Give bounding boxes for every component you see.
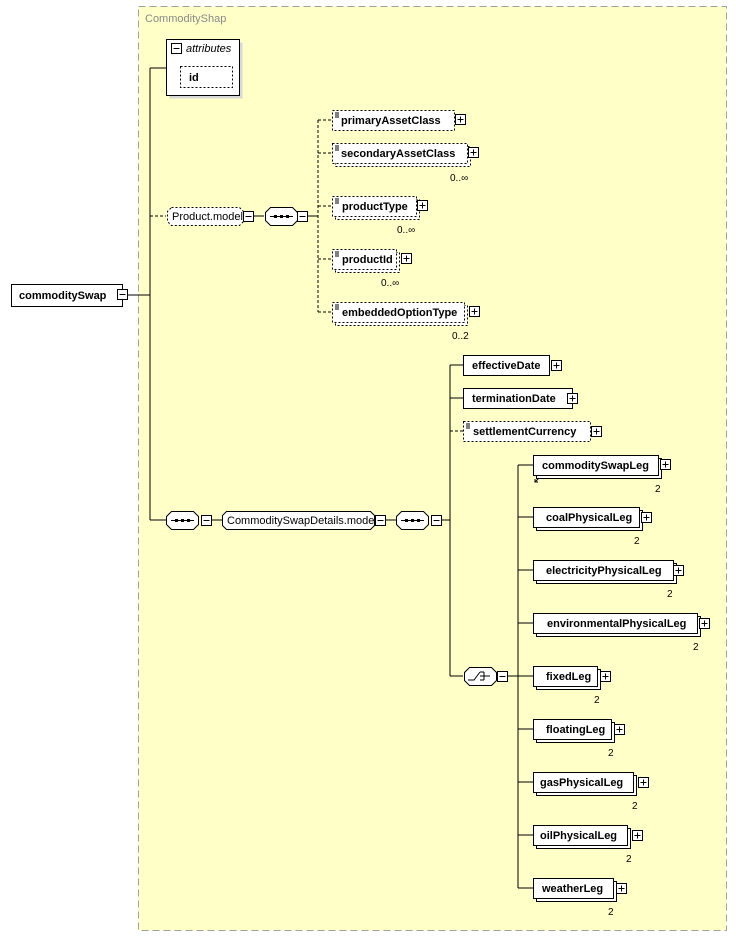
element-gas-physical-leg[interactable]: gasPhysicalLeg 2 — [533, 772, 649, 813]
element-label: weatherLeg — [541, 883, 603, 895]
product-model-group[interactable]: Product.model — [167, 207, 254, 226]
element-label: productType — [342, 201, 408, 213]
element-product-id[interactable]: productId 0..∞ — [332, 249, 412, 290]
expand-toggle-icon[interactable] — [591, 426, 602, 437]
sequence-compositor-icon[interactable] — [166, 511, 212, 530]
element-label: settlementCurrency — [473, 426, 577, 438]
sequence-compositor-icon[interactable] — [396, 511, 442, 530]
element-label: floatingLeg — [546, 724, 605, 736]
occurrence-label: 2 — [693, 642, 699, 653]
element-label: productId — [342, 254, 393, 266]
element-environmental-physical-leg[interactable]: environmentalPhysicalLeg 2 — [533, 613, 710, 654]
occurrence-label: 2 — [667, 589, 673, 600]
product-model-label: Product.model — [172, 211, 243, 223]
occurrence-label: 2 — [632, 801, 638, 812]
expand-toggle-icon[interactable] — [632, 830, 643, 841]
element-coal-physical-leg[interactable]: coalPhysicalLeg 2 — [533, 507, 652, 548]
collapse-toggle-icon[interactable] — [117, 289, 128, 300]
occurrence-label: 2 — [594, 695, 600, 706]
element-embedded-option-type[interactable]: embeddedOptionType 0..2 — [332, 302, 480, 343]
collapse-toggle-icon[interactable] — [171, 43, 182, 54]
element-secondary-asset-class[interactable]: secondaryAssetClass 0..∞ — [332, 143, 479, 185]
element-oil-physical-leg[interactable]: oilPhysicalLeg 2 — [533, 825, 643, 866]
element-effective-date[interactable]: effectiveDate — [463, 355, 562, 376]
occurrence-label: 2 — [655, 484, 661, 495]
details-model-group[interactable]: CommoditySwapDetails.model — [222, 511, 386, 530]
element-label: fixedLeg — [546, 671, 591, 683]
expand-toggle-icon[interactable] — [469, 306, 480, 317]
element-settlement-currency[interactable]: settlementCurrency — [463, 421, 602, 442]
expand-toggle-icon[interactable] — [455, 114, 466, 125]
choice-compositor-icon[interactable] — [464, 667, 508, 686]
element-label: oilPhysicalLeg — [540, 830, 617, 842]
attributes-header: attributes — [186, 43, 232, 55]
expand-toggle-icon[interactable] — [673, 565, 684, 576]
expand-toggle-icon[interactable] — [567, 393, 578, 404]
expand-toggle-icon[interactable] — [660, 459, 671, 470]
element-label: embeddedOptionType — [342, 307, 457, 319]
occurrence-label: 0..∞ — [381, 278, 399, 289]
collapse-toggle-icon[interactable] — [497, 671, 508, 682]
element-label: secondaryAssetClass — [341, 148, 455, 160]
element-label: electricityPhysicalLeg — [546, 565, 662, 577]
element-label: primaryAssetClass — [341, 115, 441, 127]
element-electricity-physical-leg[interactable]: electricityPhysicalLeg 2 — [533, 560, 684, 601]
collapse-toggle-icon[interactable] — [243, 211, 254, 222]
element-label: effectiveDate — [472, 360, 540, 372]
element-fixed-leg[interactable]: fixedLeg 2 — [533, 666, 611, 707]
reference-arrow-icon — [534, 477, 540, 483]
expand-toggle-icon[interactable] — [468, 147, 479, 158]
element-product-type[interactable]: productType 0..∞ — [332, 196, 428, 237]
collapse-toggle-icon[interactable] — [297, 211, 308, 222]
expand-toggle-icon[interactable] — [638, 777, 649, 788]
occurrence-label: 2 — [608, 748, 614, 759]
occurrence-label: 0..∞ — [450, 173, 468, 184]
element-label: gasPhysicalLeg — [540, 777, 623, 789]
occurrence-label: 0..2 — [452, 331, 469, 342]
occurrence-label: 2 — [634, 536, 640, 547]
complex-type-title: CommodityShap — [145, 13, 226, 25]
element-label: terminationDate — [472, 393, 556, 405]
sequence-compositor-icon[interactable] — [265, 207, 308, 226]
root-element[interactable]: commoditySwap — [11, 284, 128, 307]
occurrence-label: 0..∞ — [397, 225, 415, 236]
details-model-label: CommoditySwapDetails.model — [227, 515, 377, 527]
root-element-label: commoditySwap — [19, 290, 107, 302]
element-label: commoditySwapLeg — [542, 460, 649, 472]
expand-toggle-icon[interactable] — [641, 512, 652, 523]
element-commodity-swap-leg[interactable]: commoditySwapLeg 2 — [533, 455, 671, 496]
expand-toggle-icon[interactable] — [616, 883, 627, 894]
attribute-id[interactable]: id — [189, 72, 199, 84]
element-label: coalPhysicalLeg — [546, 512, 632, 524]
occurrence-label: 2 — [608, 907, 614, 918]
element-termination-date[interactable]: terminationDate — [463, 388, 578, 409]
expand-toggle-icon[interactable] — [417, 200, 428, 211]
element-primary-asset-class[interactable]: primaryAssetClass — [332, 110, 466, 131]
collapse-toggle-icon[interactable] — [431, 515, 442, 526]
expand-toggle-icon[interactable] — [600, 671, 611, 682]
expand-toggle-icon[interactable] — [551, 360, 562, 371]
element-weather-leg[interactable]: weatherLeg 2 — [533, 878, 627, 919]
attributes-box: attributes id — [166, 39, 243, 99]
expand-toggle-icon[interactable] — [614, 724, 625, 735]
occurrence-label: 2 — [626, 854, 632, 865]
element-label: environmentalPhysicalLeg — [547, 618, 686, 630]
expand-toggle-icon[interactable] — [699, 618, 710, 629]
collapse-toggle-icon[interactable] — [375, 515, 386, 526]
element-floating-leg[interactable]: floatingLeg 2 — [533, 719, 625, 760]
collapse-toggle-icon[interactable] — [201, 515, 212, 526]
expand-toggle-icon[interactable] — [401, 253, 412, 264]
